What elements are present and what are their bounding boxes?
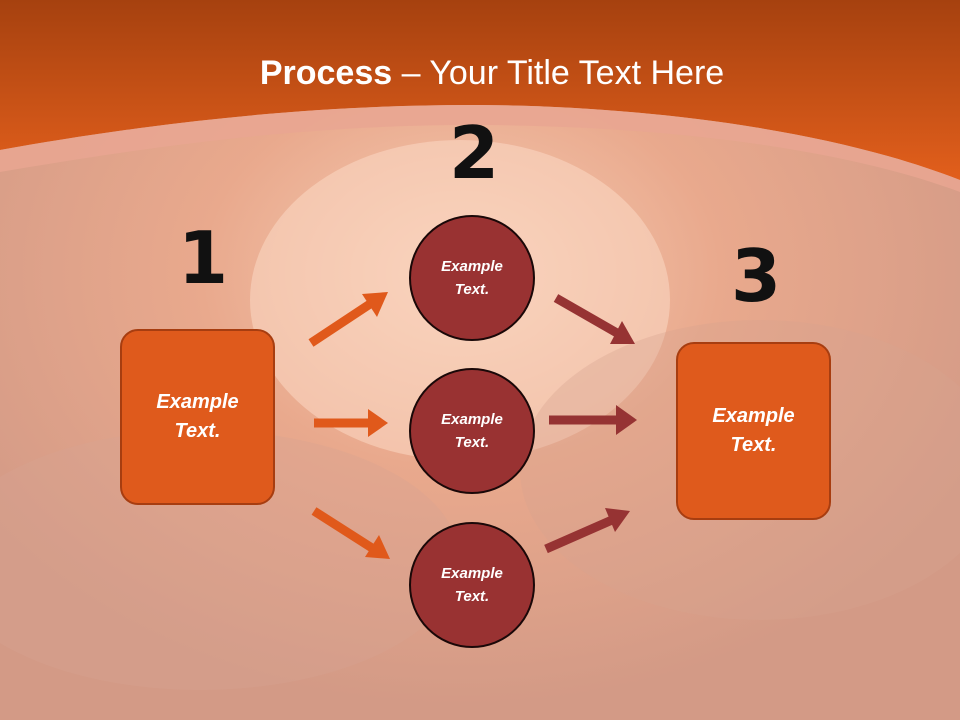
step-number-3: 3 <box>731 234 782 318</box>
left-box-label: Example Text. <box>156 391 239 442</box>
step-number-2: 2 <box>449 111 500 195</box>
circle-top-label: Example Text. <box>441 258 503 298</box>
circle-middle-label: Example Text. <box>441 411 503 451</box>
title-bold: Process <box>259 54 393 92</box>
right-process-box: Example Text. <box>676 342 831 520</box>
process-circle-top: Example Text. <box>409 215 535 341</box>
process-circle-middle: Example Text. <box>409 368 535 494</box>
title-rest: – Your Title Text Here <box>392 54 725 92</box>
left-process-box: Example Text. <box>120 329 275 505</box>
circle-bottom-label: Example Text. <box>441 565 503 605</box>
process-circle-bottom: Example Text. <box>409 522 535 648</box>
right-box-label: Example Text. <box>712 405 795 456</box>
step-number-1: 1 <box>178 216 229 300</box>
slide-title: Process – Your Title Text Here <box>0 54 960 93</box>
